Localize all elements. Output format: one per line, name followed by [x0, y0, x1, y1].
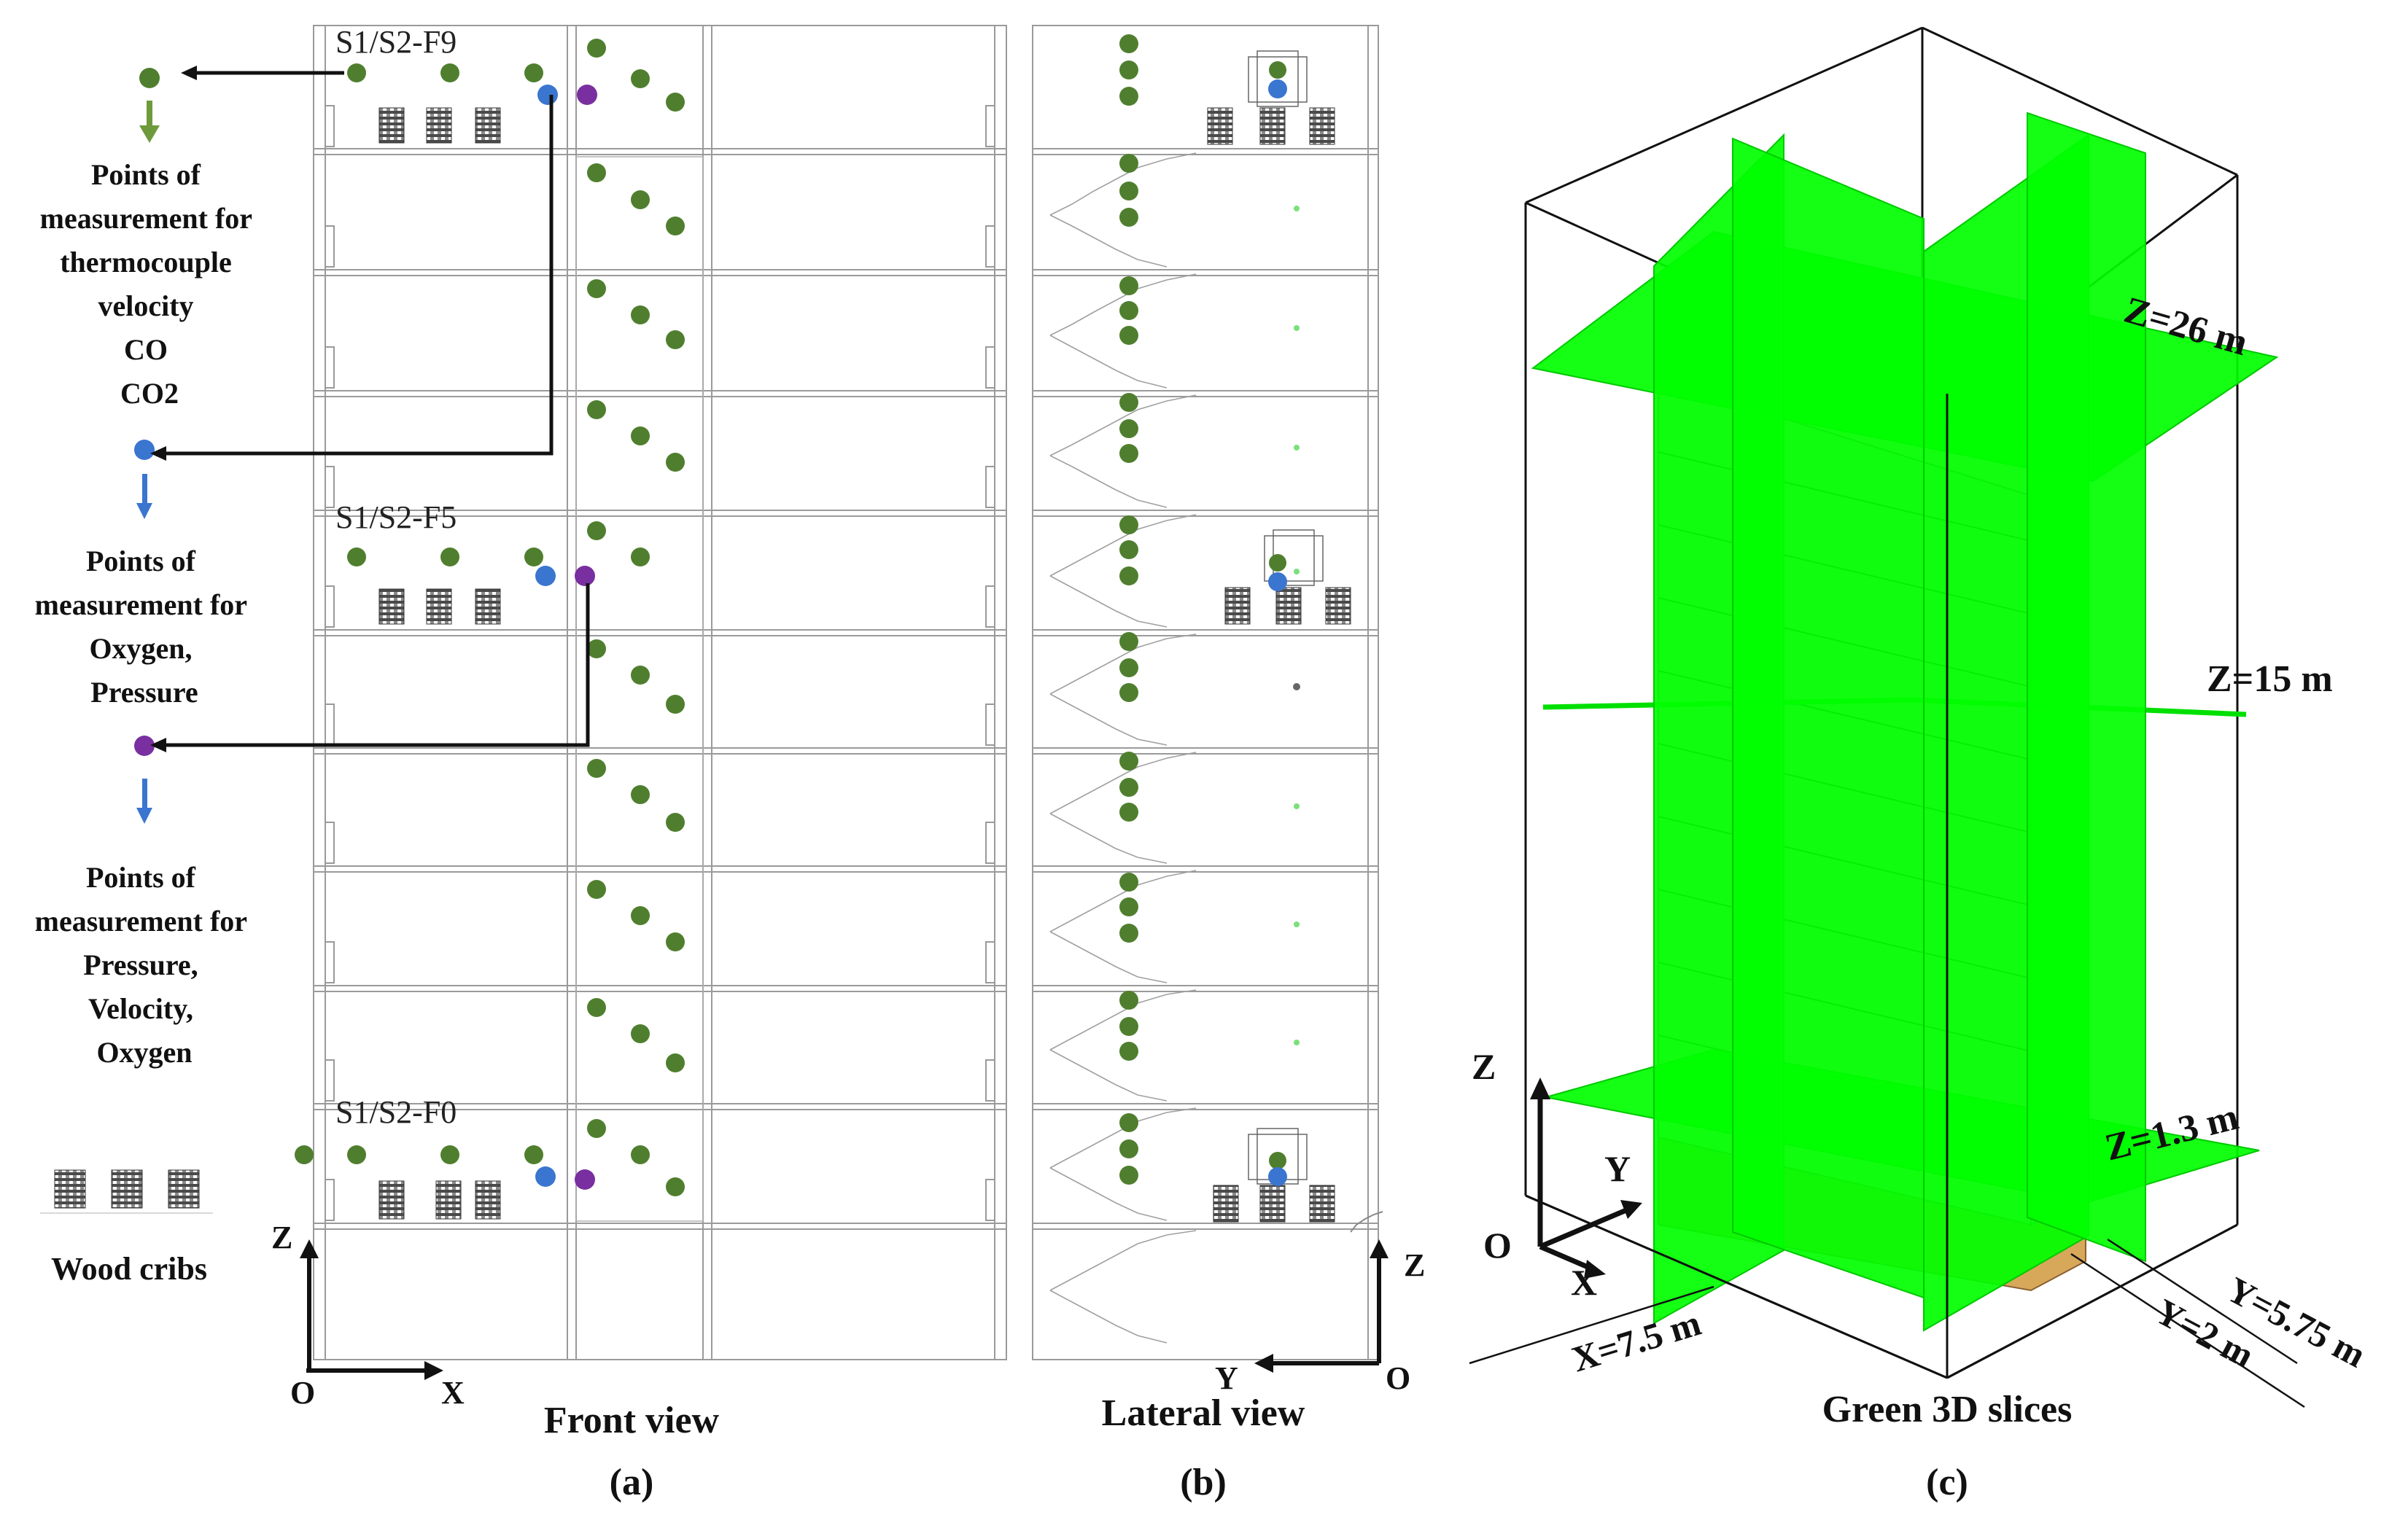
- iso-axes: [1530, 1077, 1642, 1279]
- front-axes: [300, 1239, 443, 1380]
- legend-blue-point: [134, 440, 155, 460]
- lateral-floor-slabs: [1032, 148, 1379, 1230]
- floor-label-f0: S1/S2-F0: [335, 1094, 457, 1130]
- lateral-ground-stair: [1350, 1211, 1383, 1233]
- slice-label-z15: Z=15 m: [2207, 658, 2333, 700]
- lateral-small-markers: [1293, 206, 1300, 1045]
- iso-axis-y: Y: [1604, 1148, 1631, 1189]
- front-axis-x: X: [441, 1375, 465, 1411]
- legend-green-arrow: [147, 101, 152, 128]
- legend-blue-arrow: [142, 474, 147, 506]
- lateral-axis-z: Z: [1404, 1247, 1425, 1283]
- front-inner-walls: [325, 26, 995, 1360]
- lateral-wood-cribs: [1207, 107, 1351, 1223]
- panel-c: (c): [1926, 1462, 1968, 1503]
- legend-group1-text: Points of measurement for thermocouple v…: [40, 158, 260, 410]
- iso-green-slices: [1531, 112, 2279, 1332]
- floor-label-f9: S1/S2-F9: [335, 24, 457, 60]
- legend-wood-cribs: [40, 1169, 213, 1214]
- front-wood-cribs: [378, 107, 501, 1220]
- slice-y1: [1732, 137, 1925, 1299]
- front-door-marks: [325, 105, 995, 1221]
- legend-green-point: [139, 68, 160, 88]
- front-green-points: [295, 39, 685, 1196]
- lateral-blue-points: [1268, 79, 1287, 1186]
- legend-group2-text: Points of measurement for Oxygen, Pressu…: [35, 545, 255, 709]
- lateral-view: [1032, 25, 1383, 1360]
- legend-blue-arrow-2: [142, 779, 147, 811]
- iso-axis-z: Z: [1472, 1046, 1496, 1087]
- dim-label-x: X=7.5 m: [1567, 1302, 1706, 1380]
- front-stairs: [575, 156, 704, 1222]
- legend-purple-point: [134, 736, 155, 756]
- front-blue-points: [535, 85, 558, 1187]
- front-purple-points: [575, 85, 597, 1190]
- lateral-axes: [1254, 1239, 1389, 1373]
- iso-axis-x: X: [1571, 1262, 1597, 1303]
- connector-arrows: [160, 71, 590, 747]
- front-axis-z: Z: [271, 1220, 292, 1255]
- panel-a: (a): [610, 1462, 654, 1503]
- wood-cribs-label: Wood cribs: [51, 1251, 207, 1287]
- legend-group3-text: Points of measurement for Pressure, Velo…: [35, 861, 255, 1069]
- iso-dimension-lines: [1469, 1238, 2305, 1408]
- front-axis-o: O: [290, 1375, 315, 1411]
- iso-axis-o: O: [1483, 1225, 1512, 1266]
- lateral-stair-profile: [1049, 152, 1197, 1344]
- legend: Points of measurement for thermocouple v…: [35, 68, 260, 1287]
- floor-label-f5: S1/S2-F5: [335, 499, 457, 535]
- lateral-building-outline: [1032, 25, 1379, 1360]
- iso-view: [1469, 26, 2305, 1408]
- front-floor-slabs: [313, 148, 1007, 1230]
- lateral-green-points: [1119, 34, 1286, 1185]
- slice-y2: [2027, 112, 2146, 1263]
- panel-b: (b): [1180, 1462, 1227, 1503]
- front-view-title: Front view: [544, 1400, 720, 1441]
- lateral-axis-y: Y: [1215, 1360, 1238, 1396]
- front-building-outline: [313, 25, 1007, 1360]
- lateral-view-title: Lateral view: [1102, 1392, 1305, 1434]
- front-view: [313, 25, 1007, 1360]
- lateral-axis-o: O: [1386, 1360, 1410, 1396]
- iso-view-title: Green 3D slices: [1822, 1389, 2073, 1430]
